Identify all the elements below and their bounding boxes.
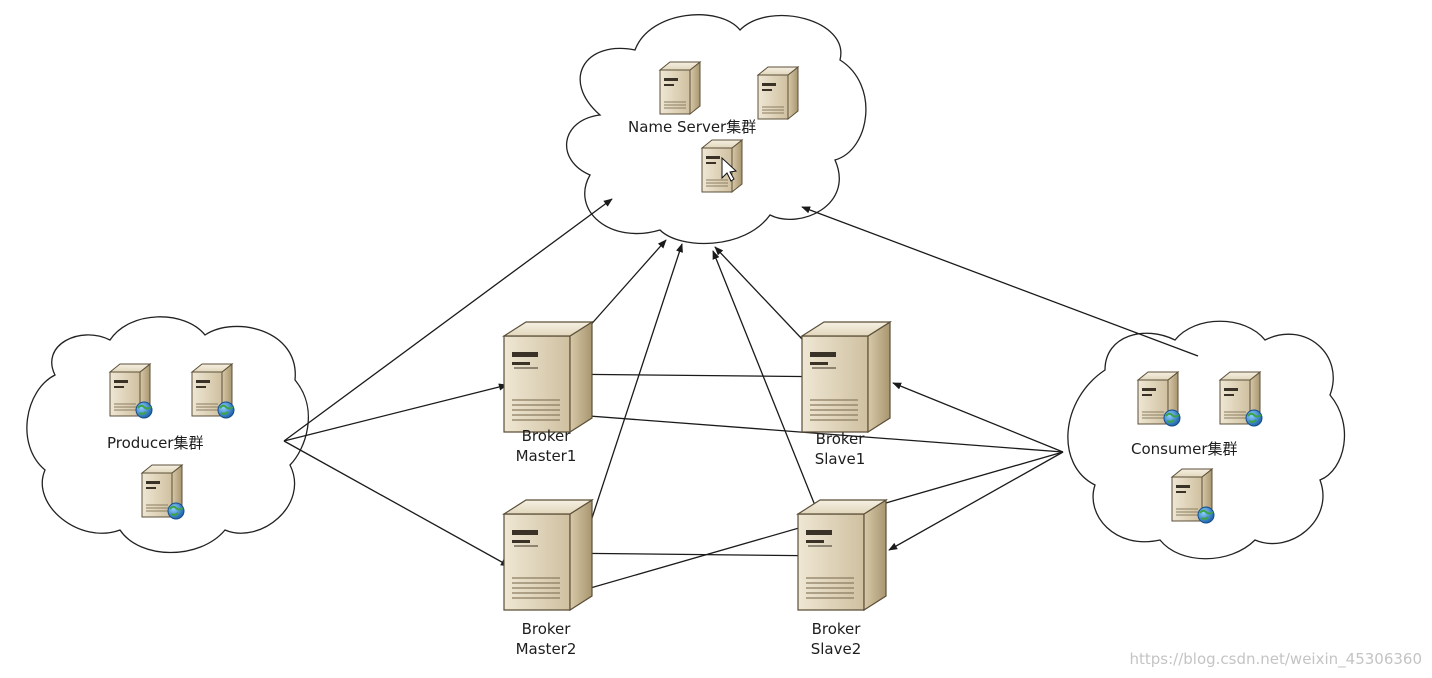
server-globe-icon: [1138, 372, 1180, 426]
producer-to-master1-arrow: [283, 383, 508, 442]
master2-to-nameserver-arrow: [591, 243, 683, 519]
server-globe-icon: [1172, 469, 1214, 523]
broker-slave2-label: Broker Slave2: [776, 619, 896, 659]
broker-slave2-label-line2: Slave2: [810, 640, 862, 658]
server-globe-icon: [142, 465, 184, 519]
server-icon: [659, 61, 701, 115]
broker-master2-label-line2: Master2: [515, 640, 577, 658]
name-server-cluster-label: Name Server集群: [628, 118, 757, 136]
broker-slave1-label-line2: Slave1: [814, 450, 866, 468]
broker-master2-label-line1: Broker: [521, 620, 571, 638]
mouse-cursor-icon: [721, 156, 738, 182]
broker-master1-label-line2: Master1: [515, 447, 577, 465]
broker-slave1-label-line1: Broker: [815, 430, 865, 448]
consumer-to-master1-arrow: [562, 411, 1064, 453]
broker-master1-label: Broker Master1: [486, 426, 606, 466]
producer-to-master2-arrow: [283, 440, 510, 567]
consumer-to-nameserver-arrow: [801, 206, 1199, 357]
broker-slave1-server-icon: [801, 321, 891, 433]
server-globe-icon: [1220, 372, 1262, 426]
broker-master1-server-icon: [503, 321, 593, 433]
producer-to-nameserver-arrow: [283, 198, 613, 442]
broker-master2-label: Broker Master2: [486, 619, 606, 659]
broker-slave1-label: Broker Slave1: [780, 429, 900, 469]
broker-master2-server-icon: [503, 499, 593, 611]
slave2-to-nameserver-arrow: [712, 250, 821, 519]
producer-cluster-label: Producer集群: [107, 434, 204, 452]
name-server-servers: [659, 61, 799, 193]
consumer-to-slave2-arrow: [888, 451, 1064, 551]
server-icon: [757, 66, 799, 120]
server-globe-icon: [110, 364, 152, 418]
consumer-cluster-label: Consumer集群: [1131, 440, 1238, 458]
watermark-url: https://blog.csdn.net/weixin_45306360: [1129, 650, 1422, 668]
master2-to-slave2-sync-arrow: [547, 552, 839, 560]
connections: [283, 198, 1199, 595]
master1-to-slave1-sync-arrow: [547, 373, 849, 381]
consumer-cloud: [1067, 320, 1346, 560]
consumer-to-slave1-arrow: [892, 382, 1064, 453]
broker-slave2-label-line1: Broker: [811, 620, 861, 638]
producer-cloud: [26, 316, 309, 554]
broker-master1-label-line1: Broker: [521, 427, 571, 445]
server-globe-icon: [192, 364, 234, 418]
broker-slave2-server-icon: [797, 499, 887, 611]
